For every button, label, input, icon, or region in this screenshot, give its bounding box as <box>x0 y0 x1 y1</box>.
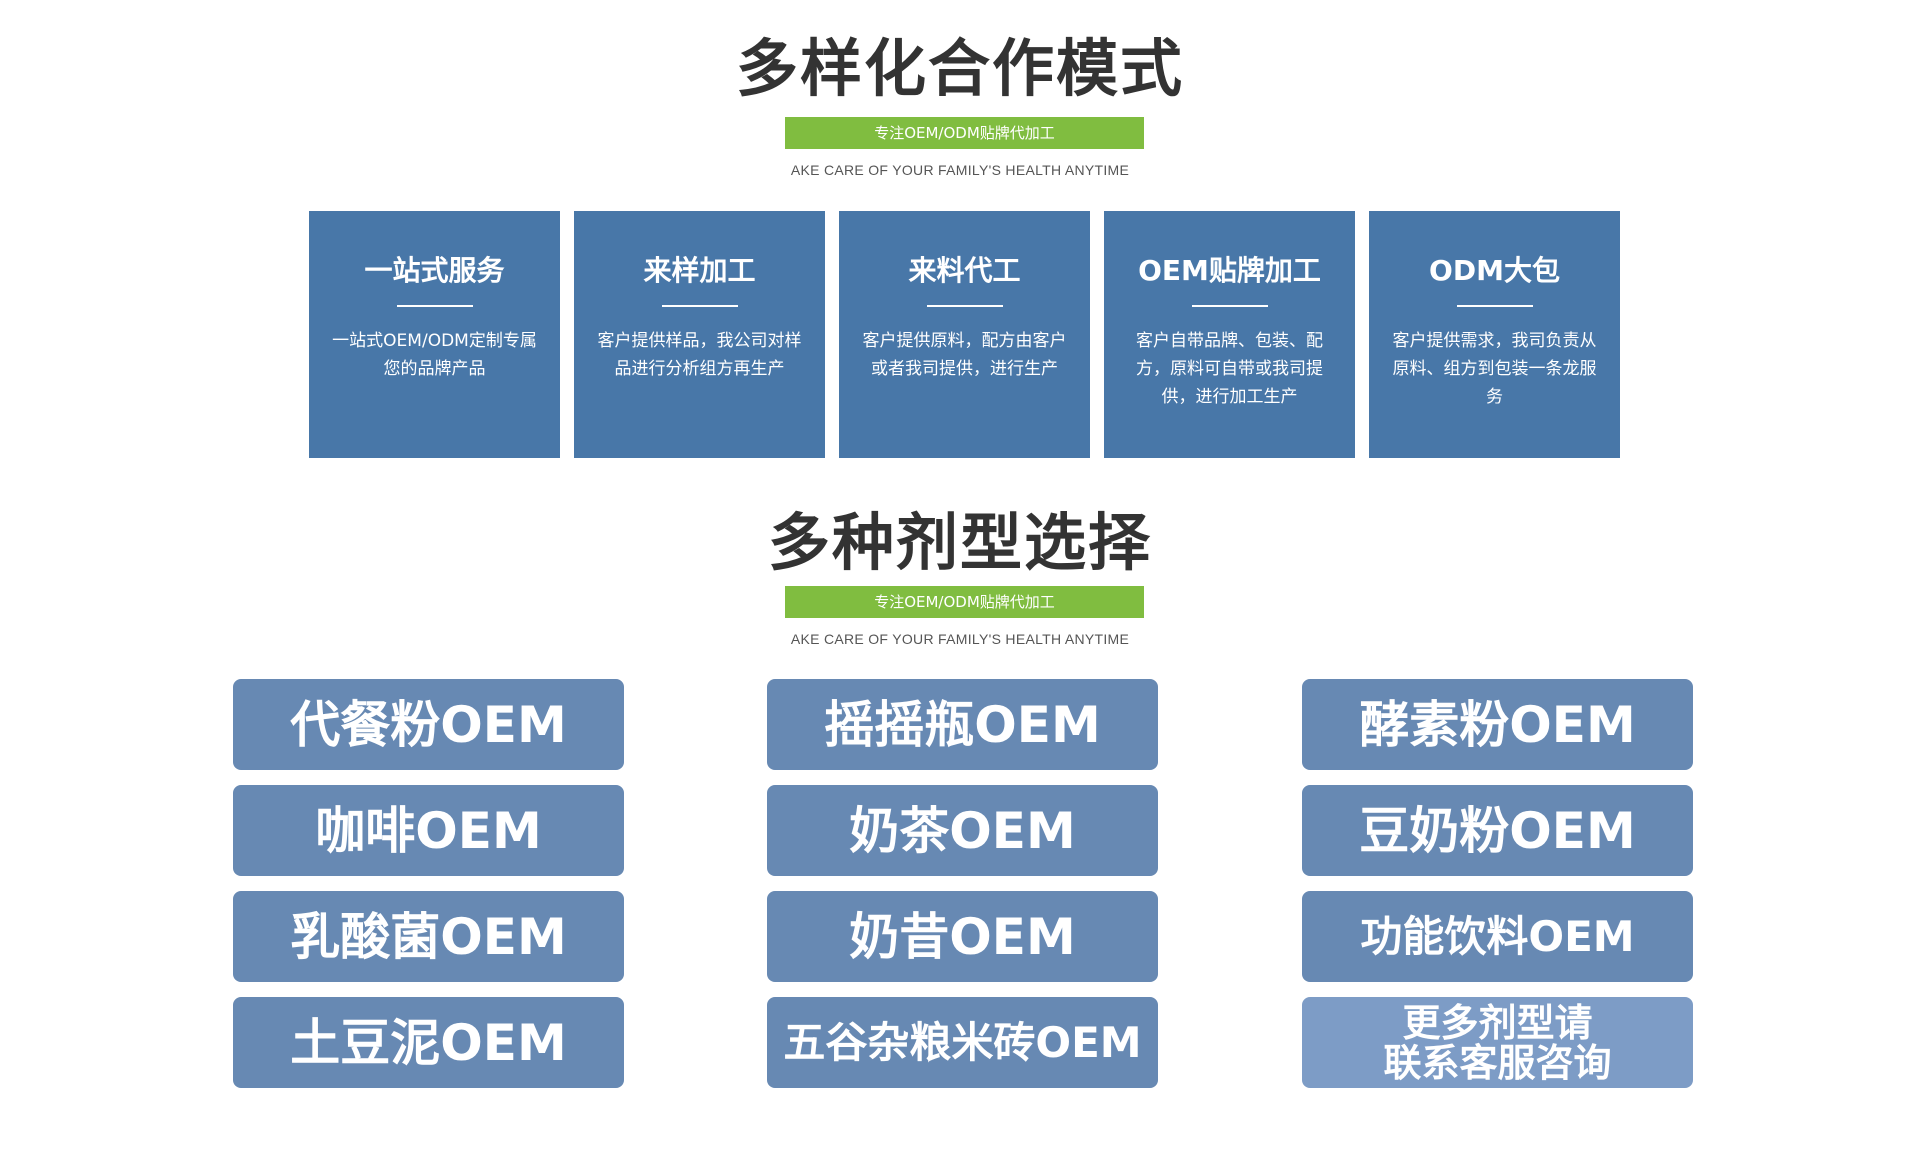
card-sample-processing[interactable]: 来样加工 客户提供样品，我公司对样品进行分析组方再生产 <box>574 211 825 458</box>
oem-badge: 专注OEM/ODM贴牌代加工 <box>785 586 1144 618</box>
formulation-button[interactable]: 奶茶OEM <box>767 785 1158 876</box>
formulation-button[interactable]: 功能饮料OEM <box>1302 891 1693 982</box>
card-title: 来样加工 <box>643 254 756 287</box>
card-description: 客户提供原料，配方由客户或者我司提供，进行生产 <box>862 331 1067 379</box>
contact-line-1: 更多剂型请 <box>1402 1000 1593 1045</box>
formulation-button[interactable]: 酵素粉OEM <box>1302 679 1693 770</box>
card-divider <box>1191 305 1268 307</box>
card-description: 客户提供样品，我公司对样品进行分析组方再生产 <box>597 331 802 379</box>
formulation-button[interactable]: 五谷杂粮米砖OEM <box>767 997 1158 1088</box>
formulation-column: 摇摇瓶OEM 奶茶OEM 奶昔OEM 五谷杂粮米砖OEM <box>767 679 1158 1103</box>
card-title: ODM大包 <box>1429 254 1560 287</box>
formulation-button[interactable]: 代餐粉OEM <box>233 679 624 770</box>
cooperation-cards: 一站式服务 一站式OEM/ODM定制专属您的品牌产品 来样加工 客户提供样品，我… <box>309 211 1620 458</box>
formulation-button[interactable]: 土豆泥OEM <box>233 997 624 1088</box>
card-one-stop-service[interactable]: 一站式服务 一站式OEM/ODM定制专属您的品牌产品 <box>309 211 560 458</box>
formulation-button[interactable]: 乳酸菌OEM <box>233 891 624 982</box>
tagline: AKE CARE OF YOUR FAMILY'S HEALTH ANYTIME <box>790 631 1130 647</box>
card-title: OEM贴牌加工 <box>1138 254 1321 287</box>
card-title: 来料代工 <box>908 254 1021 287</box>
card-oem-labeling[interactable]: OEM贴牌加工 客户自带品牌、包装、配方，原料可自带或我司提供，进行加工生产 <box>1104 211 1355 458</box>
card-odm-package[interactable]: ODM大包 客户提供需求，我司负责从原料、组方到包装一条龙服务 <box>1369 211 1620 458</box>
card-description: 一站式OEM/ODM定制专属您的品牌产品 <box>332 331 537 379</box>
card-divider <box>661 305 738 307</box>
card-description: 客户自带品牌、包装、配方，原料可自带或我司提供，进行加工生产 <box>1136 331 1323 407</box>
formulation-column: 代餐粉OEM 咖啡OEM 乳酸菌OEM 土豆泥OEM <box>233 679 624 1103</box>
contact-line-2: 联系客服咨询 <box>1383 1040 1612 1085</box>
card-material-processing[interactable]: 来料代工 客户提供原料，配方由客户或者我司提供，进行生产 <box>839 211 1090 458</box>
card-divider <box>396 305 473 307</box>
card-description: 客户提供需求，我司负责从原料、组方到包装一条龙服务 <box>1392 331 1597 407</box>
section-title-formulations: 多种剂型选择 <box>767 506 1152 579</box>
formulation-button[interactable]: 摇摇瓶OEM <box>767 679 1158 770</box>
formulation-button[interactable]: 咖啡OEM <box>233 785 624 876</box>
formulation-button[interactable]: 奶昔OEM <box>767 891 1158 982</box>
card-title: 一站式服务 <box>364 254 505 287</box>
section-title-cooperation: 多样化合作模式 <box>735 32 1184 105</box>
card-divider <box>926 305 1003 307</box>
formulation-button[interactable]: 豆奶粉OEM <box>1302 785 1693 876</box>
tagline: AKE CARE OF YOUR FAMILY'S HEALTH ANYTIME <box>790 162 1130 178</box>
card-divider <box>1456 305 1533 307</box>
oem-badge: 专注OEM/ODM贴牌代加工 <box>785 117 1144 149</box>
formulation-column: 酵素粉OEM 豆奶粉OEM 功能饮料OEM 更多剂型请 联系客服咨询 <box>1302 679 1693 1103</box>
contact-service-button[interactable]: 更多剂型请 联系客服咨询 <box>1302 997 1693 1088</box>
